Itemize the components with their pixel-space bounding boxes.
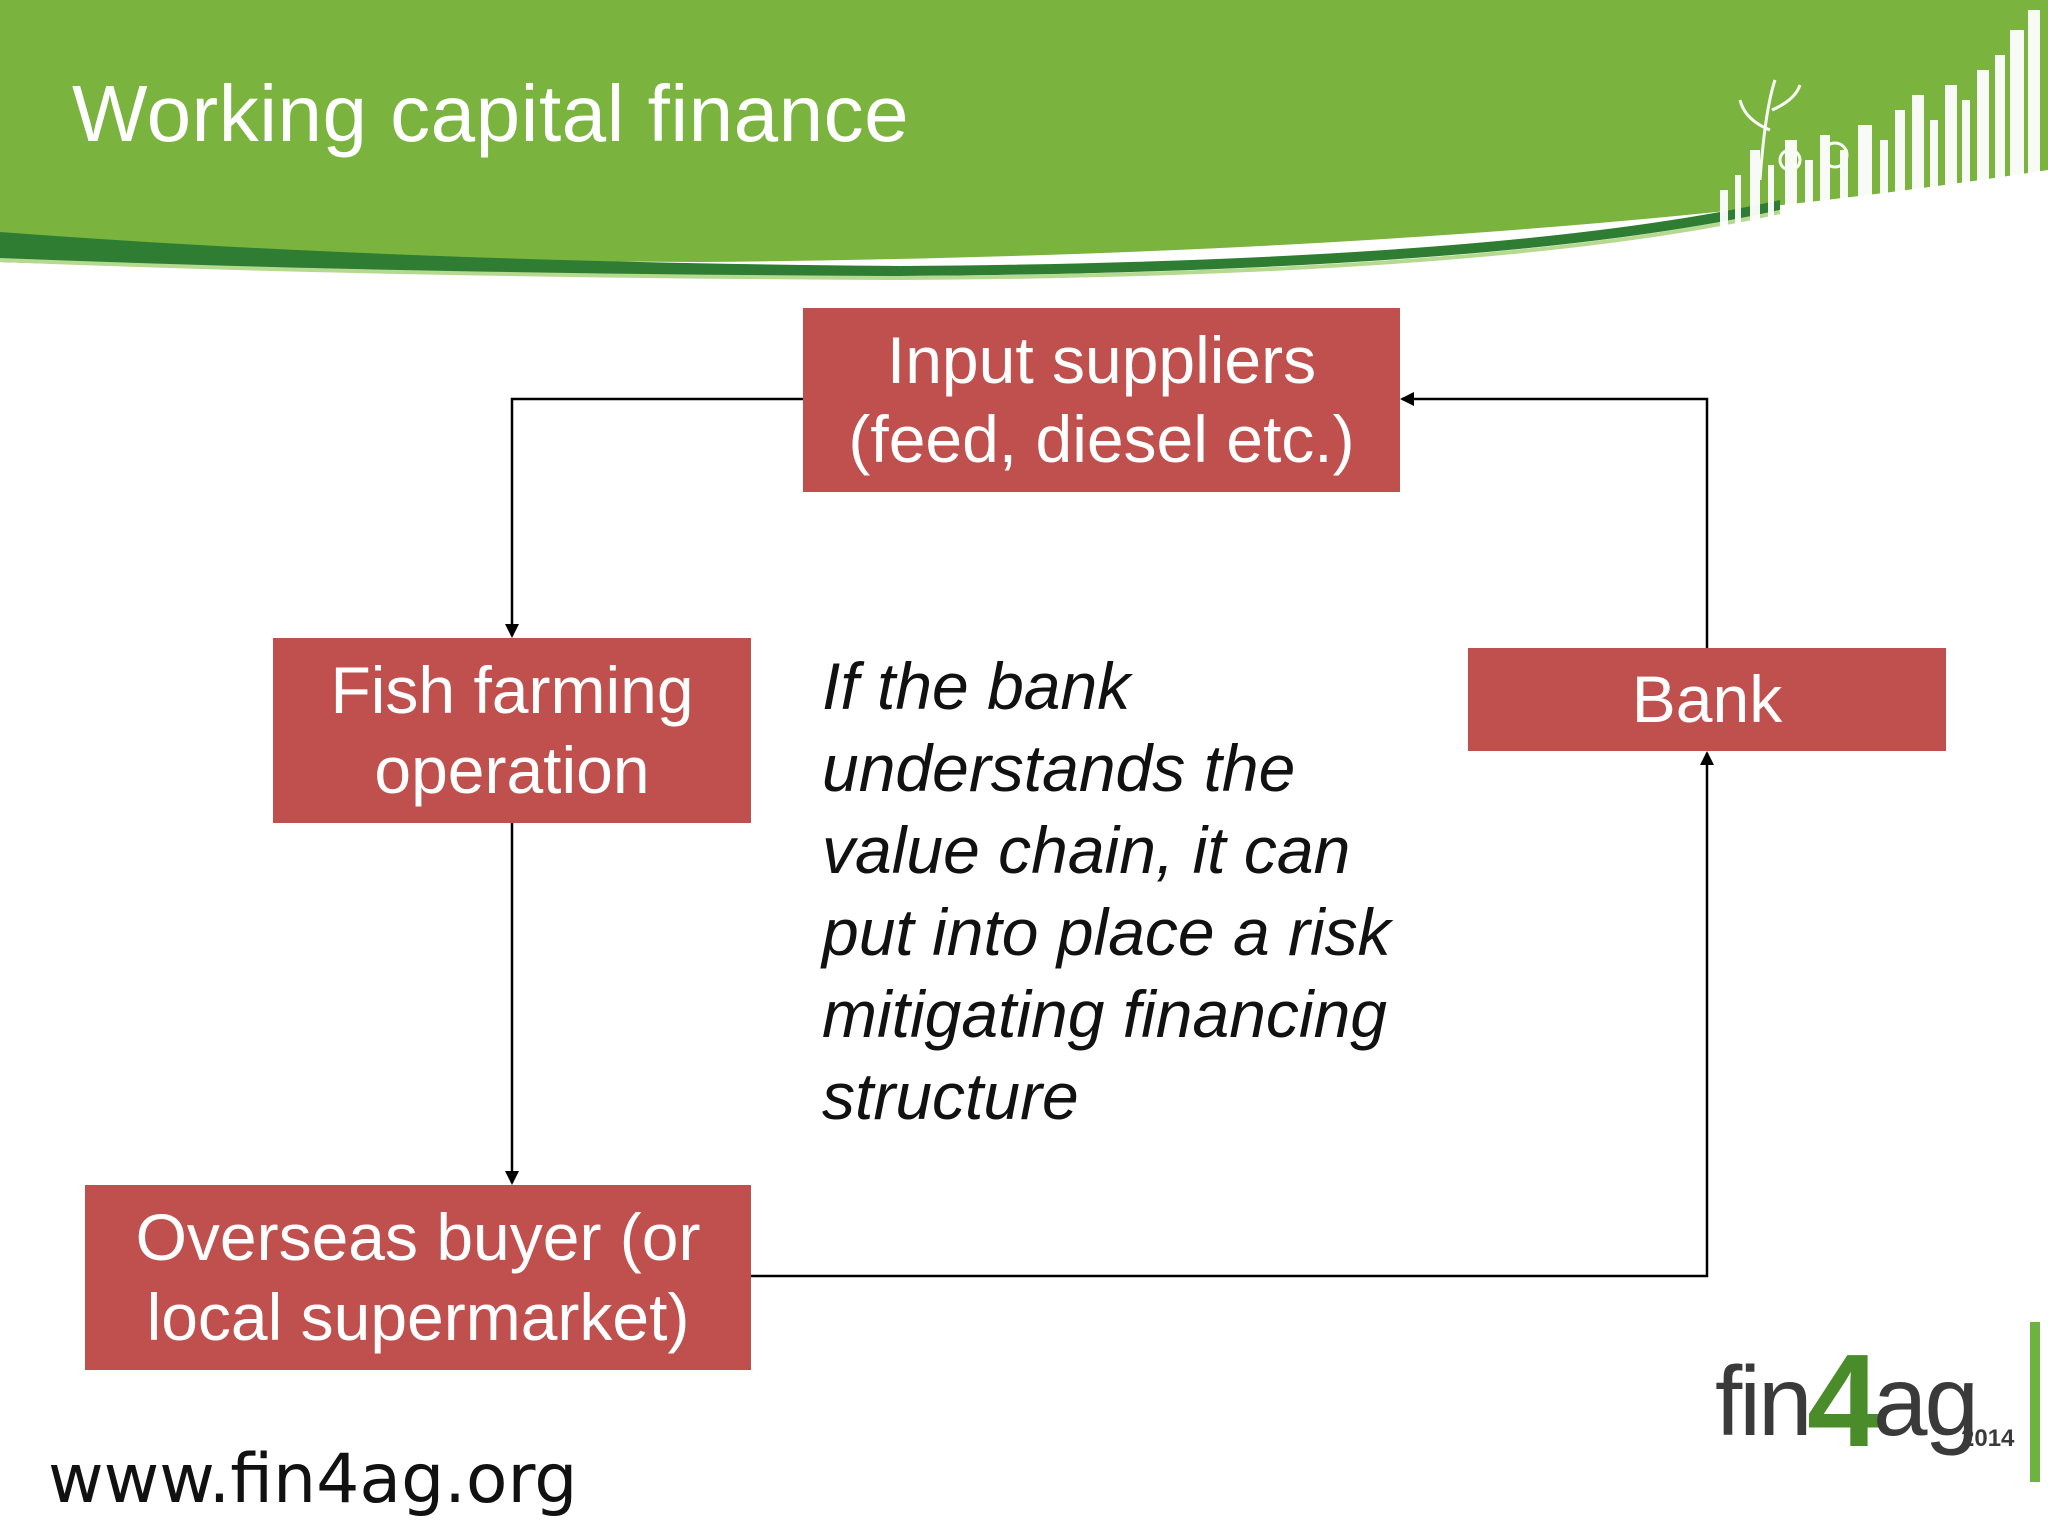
center-note-line: structure [822, 1059, 1079, 1133]
arrow-buyer-to-bank [751, 751, 1714, 1278]
header-banner: Working capital finance [0, 0, 2048, 285]
node-input-suppliers-line-2: (feed, diesel etc.) [848, 402, 1355, 476]
footer-url: www.fin4ag.org [48, 1440, 578, 1519]
corner-accent-bar [2030, 1322, 2040, 1482]
logo-digit: 4 [1807, 1327, 1881, 1474]
center-note-line: put into place a risk [822, 895, 1391, 969]
center-note: If the bank understands the value chain,… [822, 645, 1442, 1137]
node-fish-farming: Fish farming operation [273, 638, 751, 823]
arrow-bank-to-input [1400, 392, 1709, 648]
center-note-line: If the bank [822, 649, 1131, 723]
node-overseas-buyer: Overseas buyer (or local supermarket) [85, 1185, 751, 1370]
node-fish-farming-line-2: operation [374, 732, 650, 807]
node-fish-farming-line-1: Fish farming [330, 653, 694, 728]
node-overseas-buyer-line-1: Overseas buyer (or [135, 1200, 701, 1275]
slide-title: Working capital finance [72, 69, 910, 158]
node-overseas-buyer-line-2: local supermarket) [146, 1279, 690, 1354]
header-background [0, 0, 2048, 281]
node-bank: Bank [1468, 648, 1946, 751]
center-note-line: value chain, it can [822, 813, 1351, 887]
center-note-line: mitigating financing [822, 977, 1387, 1051]
arrow-input-to-fish [505, 397, 803, 638]
city-skyline-icon [1720, 10, 2040, 230]
node-input-suppliers-line-1: Input suppliers [886, 322, 1317, 397]
logo-prefix: fin [1715, 1346, 1813, 1456]
center-note-line: understands the [822, 731, 1296, 805]
node-input-suppliers: Input suppliers (feed, diesel etc.) [803, 308, 1400, 492]
fin4ag-logo: fin 4 ag 2014 [1715, 1325, 2015, 1475]
node-bank-label: Bank [1631, 661, 1783, 736]
logo-suffix: ag [1873, 1346, 1979, 1456]
logo-year: 2014 [1961, 1425, 2015, 1452]
